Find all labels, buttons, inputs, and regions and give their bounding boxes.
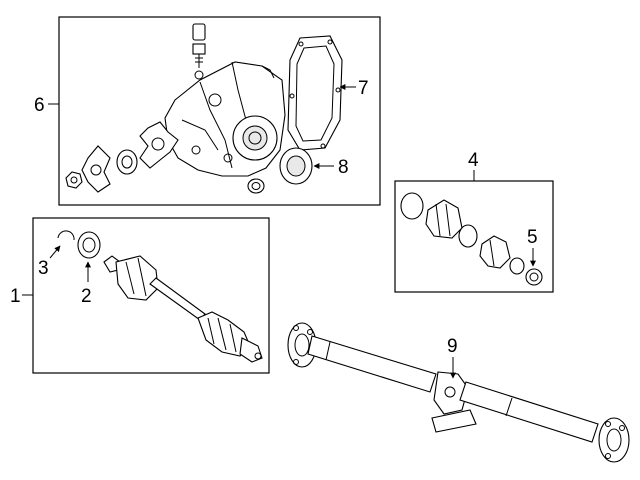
- outer-boot: [425, 199, 463, 239]
- inner-boot: [479, 235, 511, 269]
- rear-flex-disc: [598, 417, 630, 463]
- side-seal: [279, 147, 313, 185]
- inner-cv-joint: [103, 255, 159, 301]
- pinion-nut: [65, 171, 83, 189]
- callout-9: 9: [447, 336, 458, 357]
- driveshaft-group: 9: [287, 322, 630, 463]
- front-tube: [307, 335, 437, 393]
- boot-kit-group: 4 5: [394, 150, 554, 293]
- callout-3: 3: [38, 258, 49, 279]
- differential-group: 6 7 8: [34, 16, 381, 206]
- differential-box: [58, 16, 381, 206]
- callout-6: 6: [34, 95, 45, 116]
- rear-tube: [459, 381, 599, 443]
- boot-clamp-small: [509, 257, 525, 275]
- axle-stub: [239, 337, 263, 363]
- pinion-seal: [116, 149, 138, 175]
- callout-8: 8: [338, 157, 349, 178]
- center-support-bearing: [431, 371, 477, 433]
- callout-2: 2: [81, 286, 92, 307]
- callout-4: 4: [468, 150, 479, 171]
- boot-clamp-large: [400, 192, 424, 220]
- callout-5: 5: [527, 227, 538, 248]
- callout-1: 1: [10, 286, 21, 307]
- vent-fitting: [192, 23, 206, 80]
- callout-3-leader: [49, 245, 61, 259]
- cover-plate: [287, 35, 343, 151]
- axle-bar: [149, 277, 206, 321]
- axle-seal: [77, 231, 101, 259]
- boot-clamp-medium: [458, 224, 478, 248]
- mount-bushing: [247, 178, 265, 194]
- snap-ring: [57, 230, 75, 241]
- input-flange: [139, 121, 179, 169]
- differential-housing: [164, 61, 286, 177]
- callout-7: 7: [358, 78, 369, 99]
- axle-shaft-group: 1 2 3: [10, 217, 270, 374]
- companion-flange: [81, 145, 111, 193]
- boot-cap: [525, 268, 543, 286]
